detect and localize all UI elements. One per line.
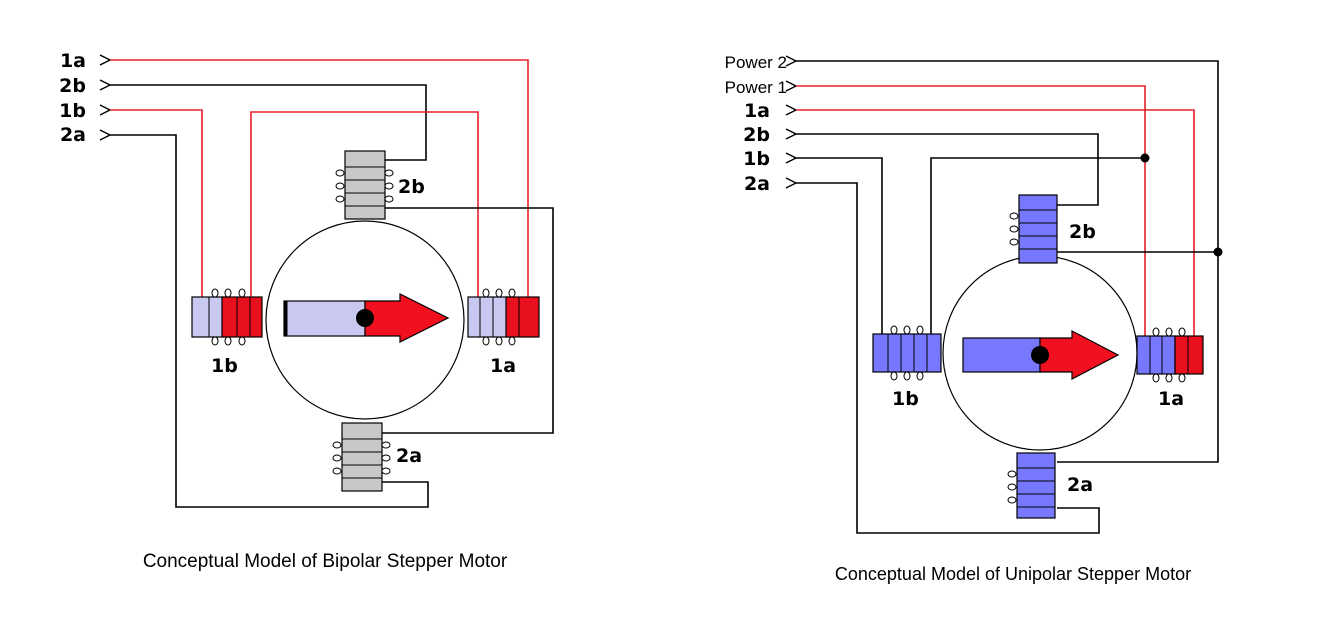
junction-dot-icon [1140,153,1150,163]
unipolar-lead-label-power1: Power 1 [725,78,787,97]
bipolar-lead-label-1a: 1a [60,50,86,72]
unipolar-coil-label-1a: 1a [1158,388,1184,410]
unipolar-wire-power2 [796,60,1219,463]
unipolar-lead-label-1b: 1b [743,148,770,170]
rotor-arrow-icon [962,330,1120,380]
lead-connector-icon [785,55,798,189]
rotor-arrow-icon [283,293,450,343]
unipolar-coil-label-2b: 2b [1069,221,1096,243]
unipolar-wire-power1-center [930,157,1145,336]
unipolar-coil-2b [1009,194,1058,264]
bipolar-coil-2b [335,150,394,220]
unipolar-wire-1a [796,109,1195,336]
bipolar-lead-label-1b: 1b [59,100,86,122]
rotor-pivot-icon [1031,346,1049,364]
bipolar-coil-label-1a: 1a [490,355,516,377]
unipolar-lead-label-1a: 1a [744,100,770,122]
bipolar-coil-1a [467,288,540,346]
bipolar-wire-1-center [250,111,479,300]
bipolar-diagram: 1a 2b 1b 2a [59,50,554,572]
unipolar-coil-label-2a: 2a [1067,474,1093,496]
bipolar-wire-2b [110,84,427,161]
bipolar-coil-label-2b: 2b [398,176,425,198]
unipolar-coil-1b [872,325,942,381]
unipolar-lead-label-power2: Power 2 [725,53,787,72]
bipolar-wire-2-center [382,207,554,434]
bipolar-coil-label-2a: 2a [396,445,422,467]
lead-connector-icon [99,54,112,141]
bipolar-wire-1b [110,109,203,300]
unipolar-lead-label-2a: 2a [744,173,770,195]
unipolar-coil-label-1b: 1b [892,388,919,410]
unipolar-coil-2a [1007,452,1056,519]
bipolar-lead-label-2a: 2a [60,124,86,146]
bipolar-coil-1b [191,288,263,346]
bipolar-wire-1a [110,59,529,300]
unipolar-lead-label-2b: 2b [743,124,770,146]
junction-dot-icon [1213,247,1223,257]
bipolar-lead-label-2b: 2b [59,75,86,97]
unipolar-wire-2b [796,133,1099,206]
unipolar-wire-1b [796,157,883,336]
bipolar-caption: Conceptual Model of Bipolar Stepper Moto… [143,551,508,572]
unipolar-caption: Conceptual Model of Unipolar Stepper Mot… [835,564,1191,584]
bipolar-coil-2a [332,422,391,492]
bipolar-wire-2a [110,134,429,508]
unipolar-coil-1a [1136,327,1204,383]
unipolar-diagram: Power 2 Power 1 1a 2b 1b 2a [725,53,1223,584]
bipolar-coil-label-1b: 1b [211,355,238,377]
unipolar-wire-2a [796,182,1100,534]
rotor-pivot-icon [356,309,374,327]
